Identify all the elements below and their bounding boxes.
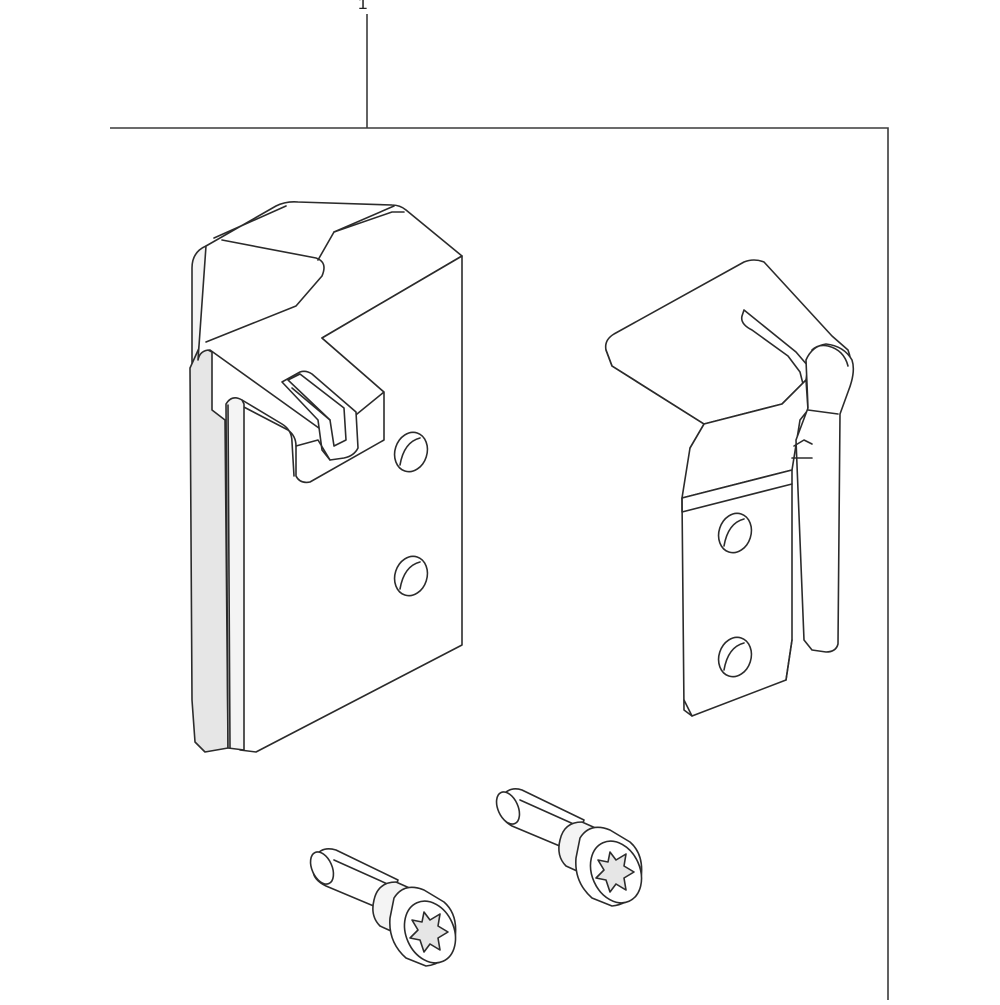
kit-frame xyxy=(110,14,889,1000)
plate-hole-lower xyxy=(717,636,753,678)
torx-screw-lower xyxy=(309,848,457,967)
mounting-bracket-block xyxy=(189,201,463,753)
screw-hole-lower xyxy=(393,555,429,597)
hook-plate xyxy=(604,259,855,717)
plate-hole-upper xyxy=(717,512,753,554)
callout-number: 1 xyxy=(358,0,368,13)
torx-screw-upper xyxy=(495,788,643,907)
screw-hole-upper xyxy=(393,431,429,473)
